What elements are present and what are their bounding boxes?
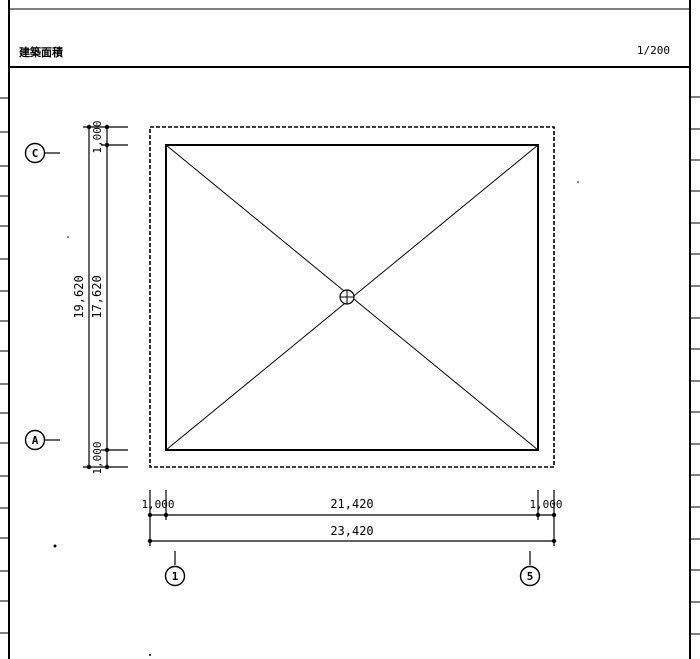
grid-label: 5	[527, 570, 534, 583]
dim-left-top-offset: 1,000	[91, 120, 104, 153]
drawing-title: 建築面積	[19, 46, 63, 59]
building-area-outline	[149, 126, 555, 468]
left-margin-ticks	[0, 97, 9, 634]
dim-bottom-inner: 21,420	[330, 497, 373, 511]
right-margin-ticks	[690, 96, 700, 635]
dim-bottom-overall: 23,420	[330, 524, 373, 538]
grid-label: C	[32, 147, 39, 160]
grid-label: A	[32, 434, 39, 447]
dim-left-inner: 17,620	[90, 275, 104, 318]
dim-bottom-right-offset: 1,000	[529, 498, 562, 511]
sheet-frame	[8, 0, 691, 659]
grid-marker-row-c: C	[24, 142, 60, 164]
grid-marker-col-1: 1	[164, 565, 186, 587]
dim-left-overall: 19,620	[72, 275, 86, 318]
bottom-dimension-lines	[149, 490, 555, 565]
grid-marker-row-a: A	[24, 429, 60, 451]
grid-marker-col-5: 5	[519, 565, 541, 587]
bottom-dimension-dots	[147, 512, 557, 544]
building-footprint	[165, 144, 539, 451]
drawing-scale: 1/200	[636, 44, 670, 57]
scan-specks	[53, 181, 579, 656]
grid-label: 1	[172, 570, 179, 583]
dim-bottom-left-offset: 1,000	[141, 498, 174, 511]
center-mark-icon	[339, 289, 355, 305]
dim-left-bottom-offset: 1,000	[91, 441, 104, 474]
left-dimension-dots	[86, 124, 110, 470]
